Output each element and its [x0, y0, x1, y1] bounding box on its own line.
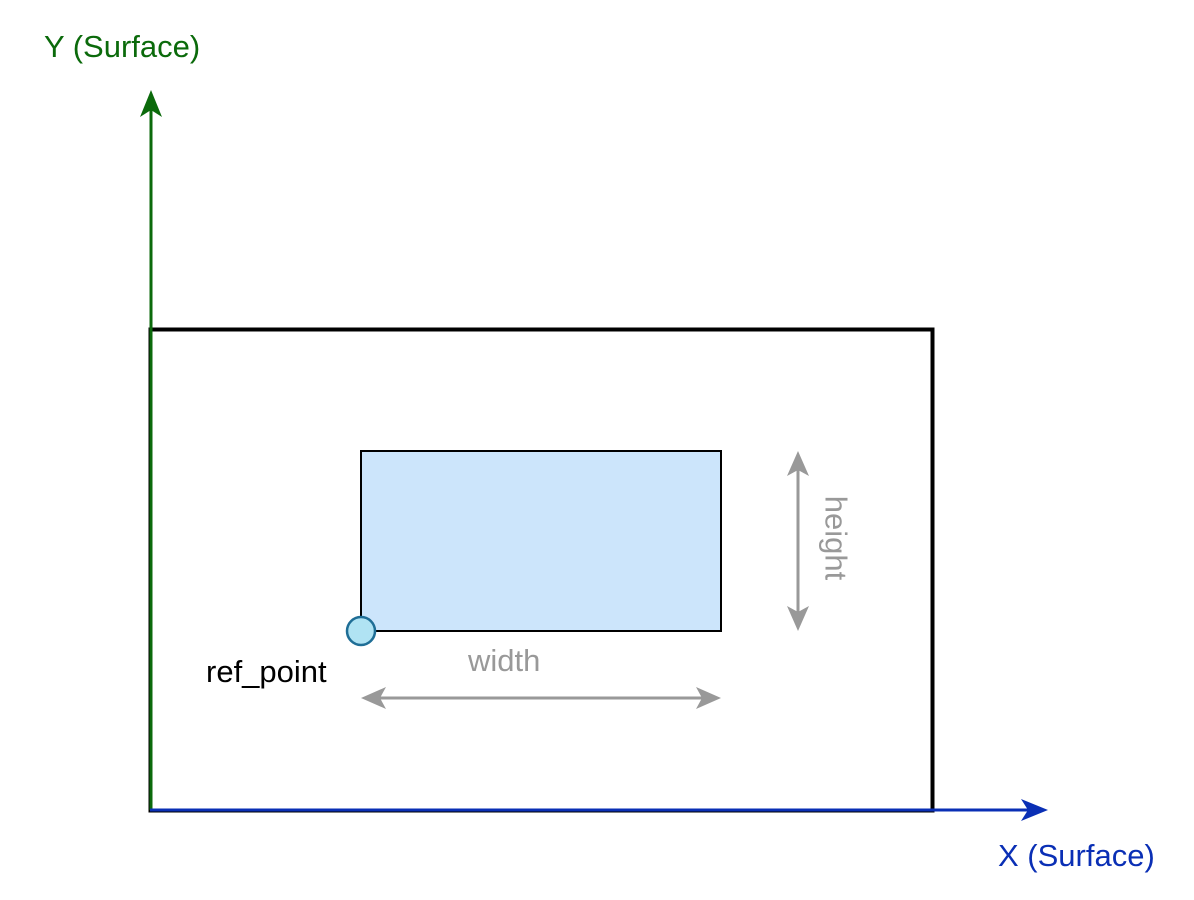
- width-arrowhead-right: [696, 687, 721, 709]
- y-axis-label: Y (Surface): [44, 29, 201, 64]
- x-axis-arrowhead: [1021, 799, 1048, 821]
- height-arrowhead-bottom: [787, 606, 809, 631]
- placed-rectangle: [360, 450, 722, 632]
- width-arrowhead-left: [361, 687, 386, 709]
- height-label: height: [818, 495, 854, 581]
- ref-point-label: ref_point: [206, 654, 327, 689]
- height-dimension-arrow: [787, 451, 809, 631]
- height-arrowhead-top: [787, 451, 809, 476]
- y-axis-arrowhead: [140, 90, 162, 117]
- x-axis: [150, 799, 1048, 821]
- width-label: width: [468, 643, 541, 678]
- y-axis: [140, 90, 162, 810]
- width-dimension-arrow: [361, 687, 721, 709]
- ref-point-marker: [345, 615, 377, 647]
- x-axis-label: X (Surface): [998, 838, 1155, 873]
